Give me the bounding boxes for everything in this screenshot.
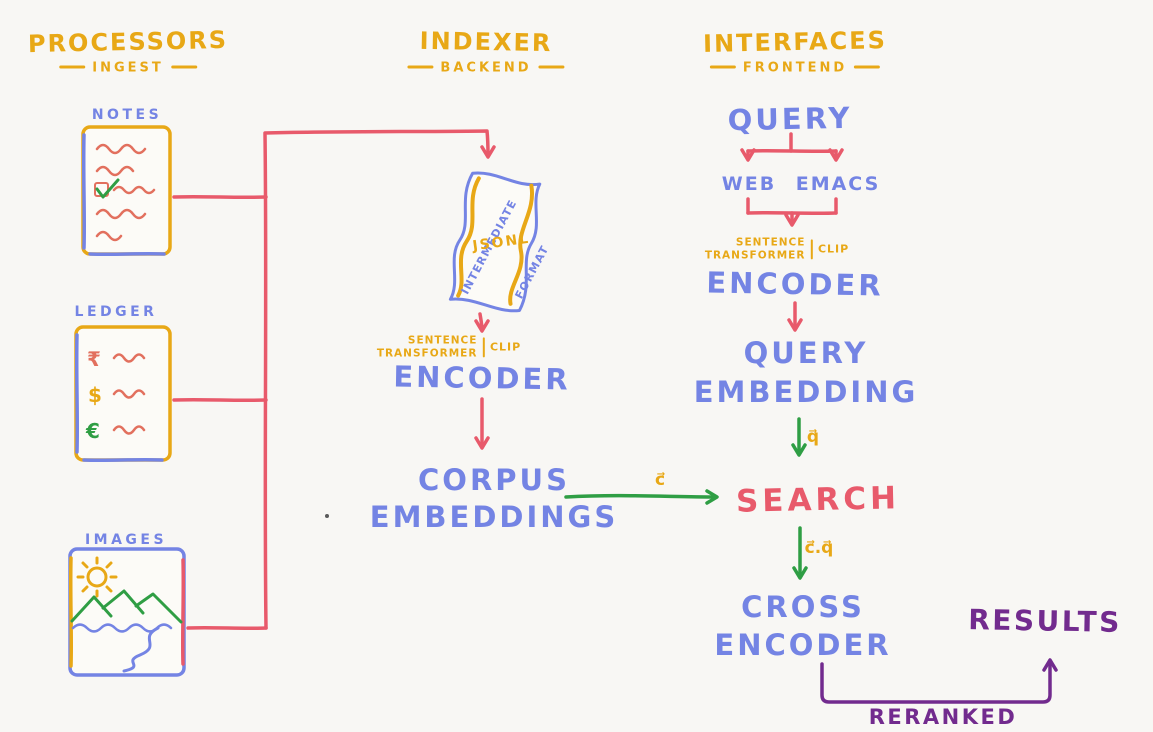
clip-label: CLIP (489, 340, 522, 354)
indexer-subtitle: BACKEND (400, 61, 571, 76)
interfaces-encoder-node: ENCODER (706, 265, 884, 303)
ink-dot (325, 514, 329, 518)
web-node: WEB (721, 173, 777, 195)
ledger-scribble-line (112, 389, 146, 399)
interfaces-title: INTERFACES (702, 26, 888, 58)
search-node: SEARCH (735, 480, 901, 520)
mountains-icon (70, 589, 183, 624)
note-scribble-line (95, 143, 147, 155)
indexer-encoder-model-label: SENTENCE TRANSFORMER CLIP (376, 334, 522, 359)
corpus-embeddings-node: CORPUS EMBEDDINGS (369, 463, 619, 534)
model-divider (482, 337, 485, 357)
sentence-transformer-label: SENTENCE (407, 334, 478, 347)
clip-label: CLIP (817, 242, 850, 256)
cross-encoder-node: CROSS ENCODER (714, 590, 892, 662)
images-label: IMAGES (84, 532, 168, 548)
indexer-title: INDEXER (419, 26, 553, 58)
edge-images-to-trunk (186, 625, 268, 631)
notes-label: NOTES (91, 107, 163, 123)
river-icon (122, 626, 160, 673)
interfaces-encoder-model-label: SENTENCE TRANSFORMER CLIP (704, 236, 850, 261)
dollar-symbol: $ (88, 383, 102, 407)
ledger-card-icon: ₹ $ € (74, 325, 172, 463)
edge-ledger-to-trunk (172, 397, 268, 403)
green-check-icon (95, 178, 120, 199)
reranked-label: RERANKED (868, 705, 1018, 729)
note-scribble-line (95, 230, 123, 242)
note-scribble-line (112, 185, 156, 195)
edge-cross-to-results (820, 658, 1058, 704)
note-scribble-line (95, 165, 135, 177)
query-embedding-node: QUERY EMBEDDING (693, 336, 919, 409)
processors-subtitle: INGEST (52, 61, 204, 76)
query-vector-label: q⃗ (806, 427, 820, 447)
dot-product-label: c⃗.q⃗ (804, 538, 834, 558)
ledger-scribble-line (112, 353, 146, 363)
ledger-label: LEDGER (74, 304, 158, 320)
edge-query-bar (746, 148, 838, 154)
euro-symbol: € (85, 419, 100, 443)
query-edges (740, 132, 844, 332)
notes-card-icon (81, 125, 172, 257)
results-node: RESULTS (967, 603, 1123, 639)
sentence-transformer-label: SENTENCE (735, 236, 806, 249)
edge-scroll-to-encoder (474, 312, 490, 333)
sun-icon (76, 556, 118, 598)
edge-notes-to-trunk (172, 194, 268, 200)
corpus-vector-label: c⃗ (654, 470, 666, 490)
indexer-encoder-node: ENCODER (393, 359, 571, 397)
ingest-edges (172, 129, 496, 631)
images-card-icon (68, 547, 186, 677)
edge-corpus-to-search (564, 489, 719, 505)
ledger-scribble-line (112, 425, 146, 435)
search-edges (564, 417, 808, 580)
processors-title: PROCESSORS (27, 25, 229, 59)
rupee-symbol: ₹ (87, 347, 101, 371)
edge-trunk-to-scroll (263, 129, 496, 630)
interfaces-subtitle: FRONTEND (703, 61, 887, 76)
model-divider (810, 239, 813, 259)
query-node: QUERY (727, 100, 853, 138)
emacs-node: EMACS (795, 173, 881, 195)
jsonl-scroll-icon: INTERMEDIATE JSONL FORMAT (448, 171, 552, 313)
rerank-edge (820, 658, 1058, 704)
note-scribble-line (95, 208, 147, 220)
